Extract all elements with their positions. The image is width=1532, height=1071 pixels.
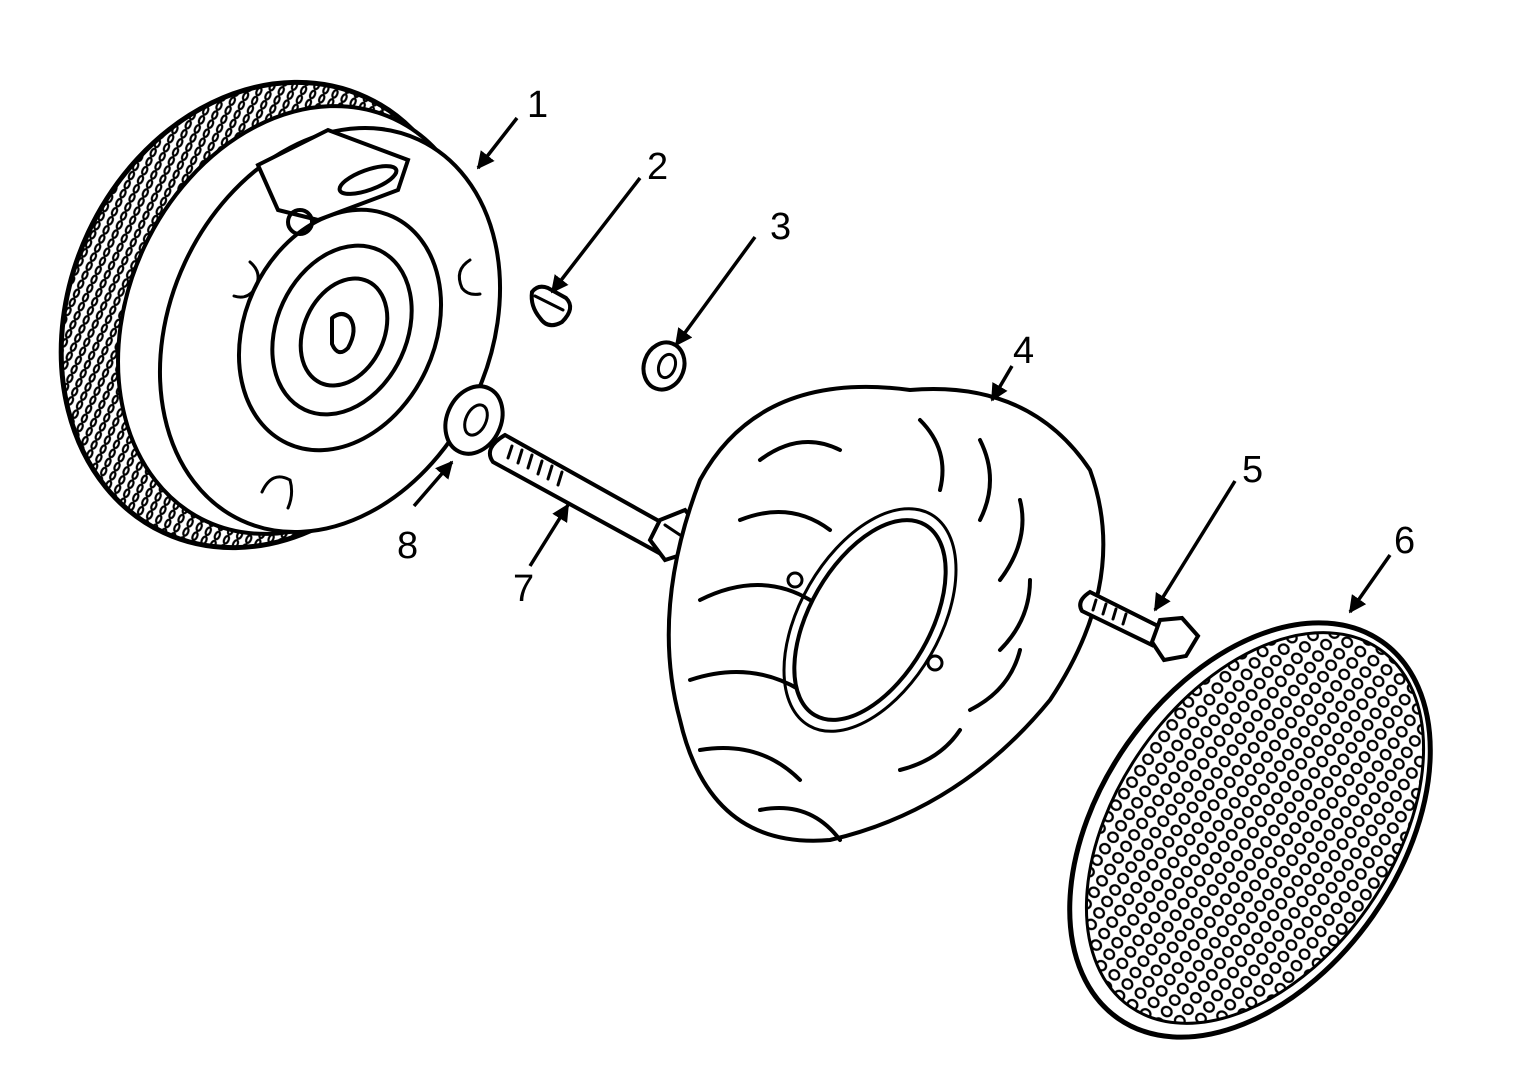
leader-arrows [412,116,1392,614]
callout-8: 8 [397,525,419,567]
small-bolt-part [1078,589,1201,663]
callout-7: 7 [513,568,535,610]
callout-6: 6 [1394,520,1416,562]
callout-2: 2 [647,146,669,188]
callout-1: 1 [527,84,549,126]
leader-arrow-2 [550,176,642,294]
leader-arrow-4 [990,365,1014,402]
leader-arrow-6 [1348,553,1392,614]
long-bolt-part [488,432,703,563]
flywheel-part [58,79,503,551]
callout-3: 3 [770,206,792,248]
washer-part [443,384,505,456]
nut-part [641,340,687,392]
woodruff-key-part [529,284,573,328]
leader-arrow-8 [412,460,454,508]
screen-part [1067,620,1433,1040]
cooling-fan-part [666,384,1106,843]
callout-4: 4 [1013,330,1035,372]
leader-arrow-3 [674,235,757,347]
callout-5: 5 [1242,449,1264,491]
leader-arrow-5 [1153,480,1237,612]
leader-arrow-1 [476,116,519,170]
leader-arrow-7 [528,503,570,567]
